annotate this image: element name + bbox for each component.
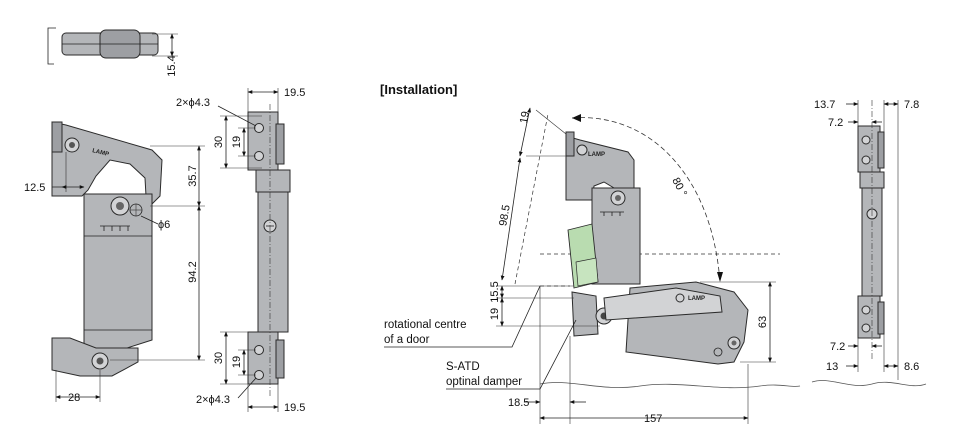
dim-7-2-bottom: 7.2 <box>830 341 845 353</box>
dim-98-5: 98.5 <box>497 204 513 227</box>
dim-15-5: 15.5 <box>489 281 501 302</box>
front-main-body <box>83 193 153 359</box>
dim-19-left: 19 <box>489 308 501 320</box>
angle-arc <box>571 117 721 283</box>
inst-lower-plate <box>571 291 599 337</box>
dim-13: 13 <box>826 361 838 373</box>
front-brand: LAMP <box>92 148 110 158</box>
side-upper-bracket <box>247 111 279 171</box>
door-edge-line <box>539 382 801 389</box>
right-lower-bracket <box>857 295 881 339</box>
svg-text:LAMP: LAMP <box>688 296 705 302</box>
dim-15-4: 15.4 <box>166 55 178 76</box>
dim-35-7: 35.7 <box>187 165 199 186</box>
angle-80: 80 ° <box>669 176 689 199</box>
dim-19-top: 19 <box>231 136 243 148</box>
dim-94-2: 94.2 <box>187 261 199 282</box>
dim-18-5: 18.5 <box>508 397 529 409</box>
front-upper-flange <box>51 121 63 153</box>
dim-157: 157 <box>644 413 662 425</box>
front-view: LAMP 12.5 35.7 94.2 ϕ6 28 <box>24 121 205 404</box>
rotational-centre-leader <box>384 285 541 348</box>
hole-label-bottom: 2×ϕ4.3 <box>196 394 230 406</box>
dim-7-2-top: 7.2 <box>828 117 843 129</box>
dim-phi6: ϕ6 <box>158 219 170 231</box>
dim-8-6: 8.6 <box>904 361 919 373</box>
side-upper-joint <box>255 169 291 193</box>
dim-12-5: 12.5 <box>24 182 45 194</box>
rotational-centre-label-2: of a door <box>384 334 430 346</box>
right-upper-bracket <box>857 125 881 173</box>
top-view-bracket <box>47 27 56 65</box>
side-view: 19.5 2×ϕ4.3 30 19 30 19 2×ϕ4.3 19.5 <box>176 87 305 414</box>
top-view: 15.4 <box>47 27 178 77</box>
door-open-outline <box>514 113 549 285</box>
front-logo-mark <box>100 225 130 231</box>
right-break-line <box>811 380 927 387</box>
inst-closed-arm <box>603 287 723 321</box>
dim-30-top: 30 <box>213 136 225 148</box>
side-lower-lip <box>275 339 285 379</box>
installation-heading: [Installation] <box>380 82 457 97</box>
dim-19-5-top: 19.5 <box>284 87 305 99</box>
dim-30-bottom: 30 <box>213 352 225 364</box>
dim-19-5-bottom: 19.5 <box>284 402 305 414</box>
front-upper-plate <box>51 121 163 205</box>
inst-brand-upper: LAMP <box>588 152 605 158</box>
dim-7-8: 7.8 <box>904 99 919 111</box>
satd-label-2: optinal damper <box>446 376 522 388</box>
dim-13-7: 13.7 <box>814 99 835 111</box>
satd-label-1: S-ATD <box>446 361 480 373</box>
satd-leader <box>446 319 577 390</box>
side-upper-lip <box>275 123 285 165</box>
dim-19-rotated: 19 <box>518 110 532 124</box>
hole-label-top: 2×ϕ4.3 <box>176 97 210 109</box>
right-view: 13.7 7.8 7.2 7.2 13 8.6 <box>811 99 927 387</box>
dim-63: 63 <box>757 316 769 328</box>
dim-19-bottom: 19 <box>231 356 243 368</box>
rotational-centre-label-1: rotational centre <box>384 319 466 331</box>
side-main-shaft <box>257 191 289 333</box>
installation-view: [Installation] LAMP LAMP <box>380 82 801 425</box>
dim-28: 28 <box>68 392 80 404</box>
